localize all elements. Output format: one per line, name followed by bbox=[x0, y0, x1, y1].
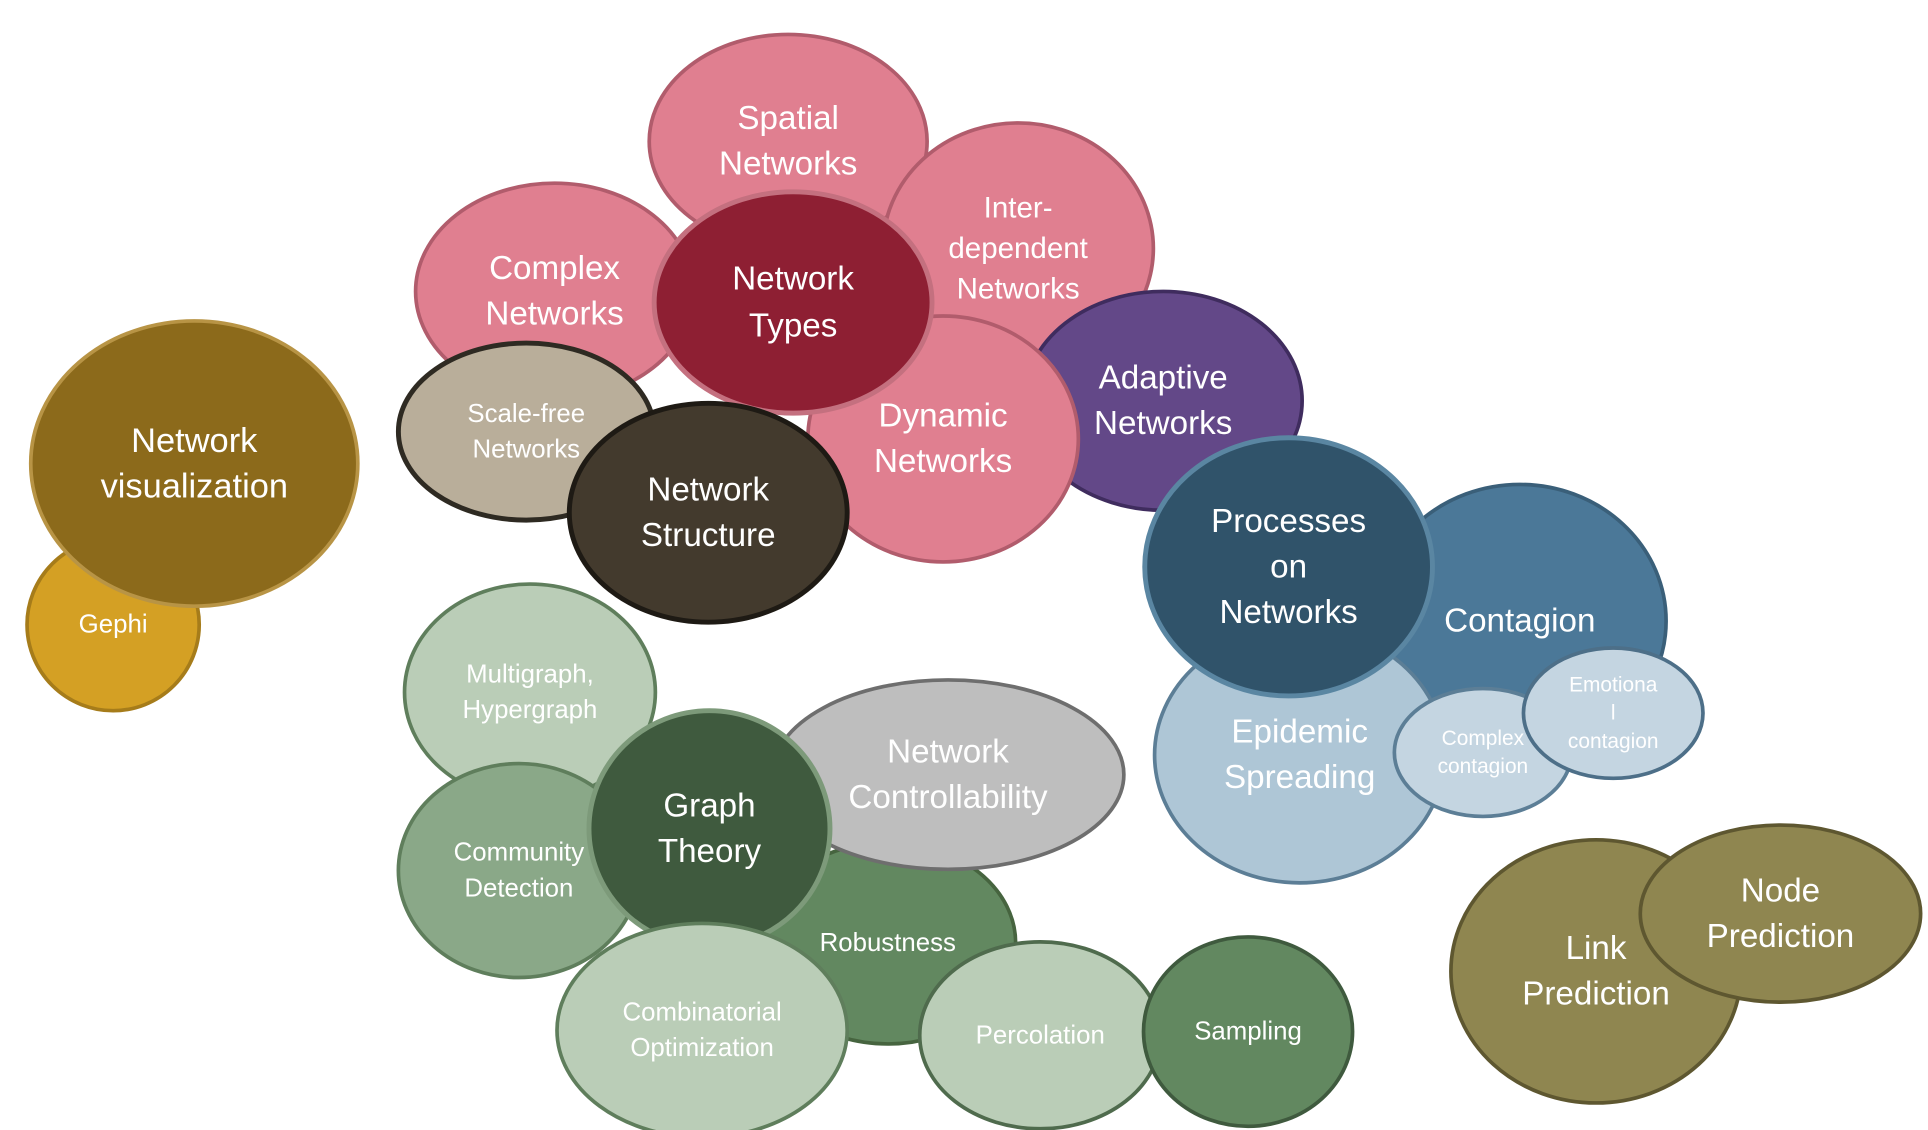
bubble-label-node-prediction: Node bbox=[1741, 872, 1820, 909]
bubble-label-epidemic-spreading: Spreading bbox=[1224, 759, 1375, 796]
bubble-label-adaptive-networks: Networks bbox=[1094, 405, 1232, 442]
bubble-label-network-types: Types bbox=[749, 307, 838, 344]
bubble-label-complex-contagion: Complex bbox=[1442, 727, 1525, 750]
bubble-label-link-prediction: Link bbox=[1566, 930, 1627, 967]
bubble-shape-network-visualization bbox=[28, 319, 360, 609]
bubble-shape-graph-theory bbox=[586, 708, 833, 950]
bubble-label-interdependent-networks: Networks bbox=[957, 272, 1080, 305]
bubble-label-percolation: Percolation bbox=[976, 1021, 1105, 1049]
bubble-label-emotional-contagion: Emotiona bbox=[1569, 673, 1658, 696]
bubble-label-processes-on-networks: Networks bbox=[1219, 594, 1357, 631]
bubble-multigraph-hypergraph: Multigraph, Hypergraph bbox=[402, 582, 658, 803]
bubble-label-dynamic-networks: Dynamic bbox=[879, 398, 1008, 435]
bubble-label-dynamic-networks: Networks bbox=[874, 443, 1012, 480]
bubble-label-network-visualization: Network bbox=[131, 422, 258, 460]
bubble-label-processes-on-networks: on bbox=[1270, 548, 1307, 585]
bubble-shape-network-types bbox=[651, 189, 935, 416]
bubble-shape-sampling bbox=[1141, 935, 1355, 1129]
bubble-label-robustness: Robustness bbox=[820, 929, 956, 957]
bubble-label-community-detection: Detection bbox=[464, 874, 573, 902]
bubble-label-multigraph-hypergraph: Multigraph, bbox=[466, 660, 594, 688]
bubble-label-spatial-networks: Networks bbox=[719, 146, 857, 183]
bubble-label-network-types: Network bbox=[732, 261, 854, 298]
bubble-label-interdependent-networks: dependent bbox=[948, 232, 1087, 265]
bubble-percolation: Percolation bbox=[917, 940, 1163, 1130]
bubble-label-network-controllability: Network bbox=[887, 733, 1009, 770]
bubble-label-contagion: Contagion bbox=[1444, 602, 1595, 639]
bubble-label-emotional-contagion: l bbox=[1611, 702, 1616, 725]
bubble-label-network-structure: Network bbox=[647, 471, 769, 508]
bubble-label-emotional-contagion: contagion bbox=[1568, 730, 1659, 753]
bubble-label-graph-theory: Theory bbox=[658, 833, 762, 870]
bubble-label-network-structure: Structure bbox=[641, 517, 776, 554]
bubble-label-complex-networks: Complex bbox=[489, 250, 620, 287]
bubble-label-graph-theory: Graph bbox=[663, 787, 755, 824]
bubble-label-network-controllability: Controllability bbox=[848, 779, 1048, 816]
bubble-label-gephi: Gephi bbox=[79, 611, 148, 639]
bubble-label-community-detection: Community bbox=[454, 839, 585, 867]
bubble-shape-emotional-contagion bbox=[1521, 646, 1705, 781]
bubble-label-spatial-networks: Spatial bbox=[737, 100, 838, 137]
bubble-label-adaptive-networks: Adaptive bbox=[1099, 360, 1228, 397]
bubble-network-visualization: Network visualization bbox=[28, 319, 360, 609]
bubble-emotional-contagion: Emotiona l contagion bbox=[1521, 646, 1705, 781]
bubble-label-node-prediction: Prediction bbox=[1707, 918, 1855, 955]
bubble-label-complex-contagion: contagion bbox=[1438, 755, 1529, 778]
bubble-label-processes-on-networks: Processes bbox=[1211, 503, 1366, 540]
bubble-label-network-visualization: visualization bbox=[101, 467, 288, 505]
bubble-label-interdependent-networks: Inter- bbox=[984, 191, 1053, 224]
bubble-shape-node-prediction bbox=[1638, 823, 1923, 1004]
bubble-label-epidemic-spreading: Epidemic bbox=[1231, 714, 1368, 751]
bubble-label-sampling: Sampling bbox=[1194, 1018, 1302, 1046]
bubble-shape-combinatorial-optimization bbox=[555, 921, 849, 1130]
bubble-label-complex-networks: Networks bbox=[485, 296, 623, 333]
bubble-shape-network-structure bbox=[566, 400, 850, 625]
bubble-label-multigraph-hypergraph: Hypergraph bbox=[463, 696, 598, 724]
bubble-label-combinatorial-optimization: Optimization bbox=[630, 1034, 773, 1062]
bubble-shape-processes-on-networks bbox=[1142, 435, 1435, 699]
bubble-label-scale-free-networks: Networks bbox=[472, 435, 580, 463]
bubble-label-scale-free-networks: Scale-free bbox=[467, 400, 585, 428]
bubble-label-link-prediction: Prediction bbox=[1522, 976, 1670, 1013]
bubble-sampling: Sampling bbox=[1141, 935, 1355, 1129]
bubble-label-combinatorial-optimization: Combinatorial bbox=[622, 999, 781, 1027]
